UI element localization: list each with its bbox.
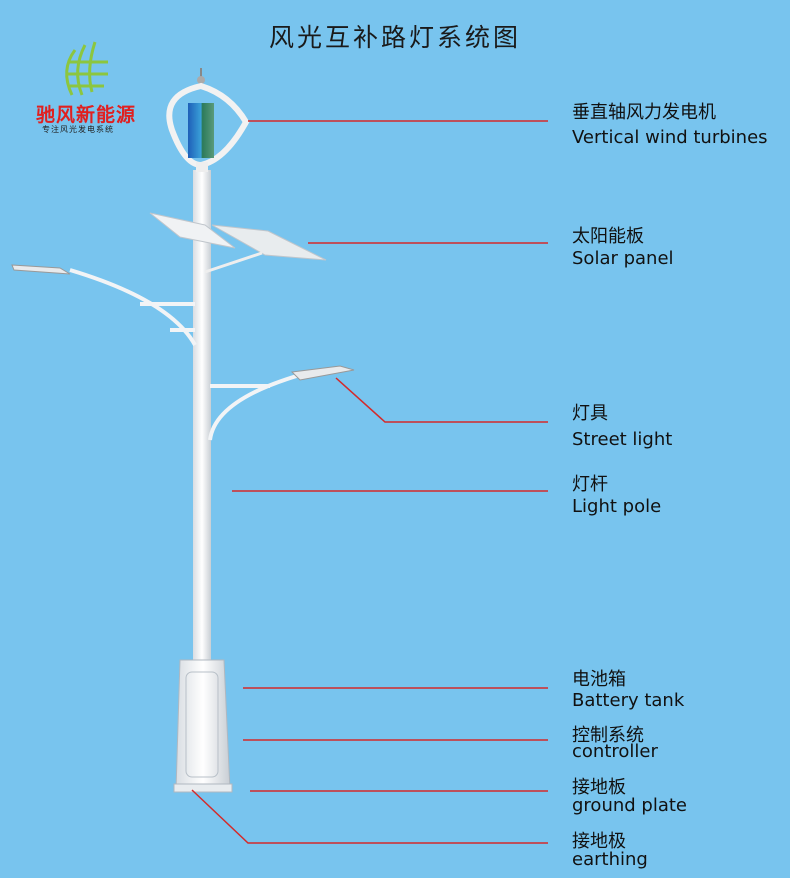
street-light-left [11, 264, 71, 275]
diagram-title: 风光互补路灯系统图 [268, 23, 521, 52]
label-controller-en: controller [572, 741, 658, 762]
label-streetlight-zh: 灯具 [572, 403, 608, 424]
label-pole-zh: 灯杆 [572, 474, 608, 495]
lamp-arms [69, 268, 301, 441]
label-groundplate-zh: 接地板 [572, 777, 626, 798]
label-earthing-zh: 接地极 [572, 831, 626, 852]
label-battery-en: Battery tank [572, 690, 685, 711]
wind-turbine [166, 68, 250, 172]
logo-name: 驰风新能源 [36, 104, 137, 126]
label-pole-en: Light pole [572, 496, 662, 517]
label-solar-en: Solar panel [572, 248, 674, 269]
solar-panel [149, 212, 327, 274]
label-battery-zh: 电池箱 [572, 669, 626, 690]
street-light-right [290, 365, 355, 381]
label-wind-en: Vertical wind turbines [572, 127, 768, 148]
label-solar-zh: 太阳能板 [572, 226, 644, 247]
light-pole [193, 170, 211, 660]
label-groundplate-en: ground plate [572, 795, 687, 816]
label-controller-zh: 控制系统 [572, 725, 644, 746]
logo-slogan: 专注风光发电系统 [42, 125, 114, 134]
label-wind-zh: 垂直轴风力发电机 [572, 102, 716, 123]
label-streetlight-en: Street light [572, 429, 673, 450]
battery-tank [175, 659, 231, 791]
ground-plate [173, 783, 233, 793]
leader-lines [191, 120, 548, 844]
logo-mark [65, 41, 108, 96]
label-earthing-en: earthing [572, 849, 648, 870]
